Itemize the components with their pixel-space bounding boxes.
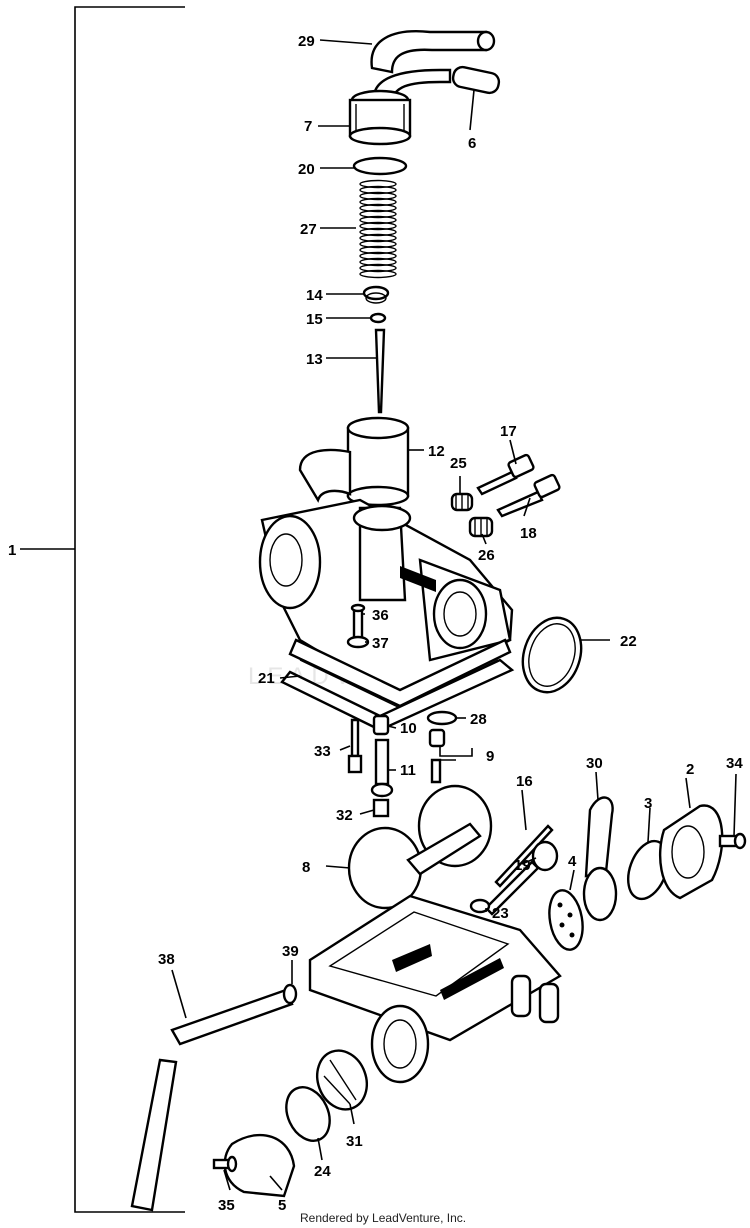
part-28-washer [426, 710, 458, 726]
callout-17: 17 [500, 423, 517, 440]
spring-coil [359, 179, 397, 189]
part-38-hose [130, 988, 294, 1212]
part-2-cover [658, 804, 724, 900]
part-23-ring [469, 898, 491, 914]
float-bowl [308, 894, 562, 1084]
part-25-spring [450, 492, 474, 512]
spring-coil [359, 227, 397, 237]
callout-32: 32 [336, 807, 353, 824]
part-27-spring [359, 179, 397, 279]
part-13-needle [374, 328, 386, 414]
part-11-needle-jet [370, 738, 394, 798]
part-18-screw [496, 473, 561, 518]
callout-19: 19 [514, 857, 531, 874]
part-16-pin [494, 824, 554, 888]
spring-coil [359, 233, 397, 243]
callout-27: 27 [300, 221, 317, 238]
spring-coil [359, 251, 397, 261]
part-39-clamp [282, 983, 298, 1005]
spring-coil [359, 191, 397, 201]
callout-2: 2 [686, 761, 694, 778]
callout-1: 1 [8, 542, 16, 559]
callout-23: 23 [492, 905, 509, 922]
part-8-float [347, 784, 493, 910]
part-29-tube [370, 30, 496, 74]
callout-21: 21 [258, 670, 275, 687]
callout-36: 36 [372, 607, 389, 624]
part-14-clip [362, 285, 390, 304]
callout-35: 35 [218, 1197, 235, 1214]
part-10-jet [372, 714, 390, 736]
part-9-float-valve [428, 728, 446, 784]
spring-coil [359, 221, 397, 231]
part-19-screw [484, 840, 559, 916]
callout-24: 24 [314, 1163, 331, 1180]
callout-25: 25 [450, 455, 467, 472]
callout-37: 37 [372, 635, 389, 652]
spring-coil [359, 215, 397, 225]
part-35-screw [212, 1155, 238, 1173]
callout-6: 6 [468, 135, 476, 152]
spring-coil [359, 209, 397, 219]
part-24-gasket [285, 1086, 331, 1142]
spring-coil [359, 203, 397, 213]
callout-34: 34 [726, 755, 743, 772]
part-34-screw [718, 832, 747, 850]
callout-16: 16 [516, 773, 533, 790]
spring-coil [359, 269, 397, 279]
callout-11: 11 [400, 762, 416, 779]
spring-coil [359, 263, 397, 273]
callout-28: 28 [470, 711, 487, 728]
part-36-screw [350, 603, 366, 640]
callout-18: 18 [520, 525, 537, 542]
callout-8: 8 [302, 859, 310, 876]
part-31-screen [316, 1049, 368, 1111]
spring-coil [359, 239, 397, 249]
spring-coil [359, 185, 397, 195]
part-12-throttle-valve [346, 416, 410, 507]
callout-15: 15 [306, 311, 323, 328]
spring-coil [359, 197, 397, 207]
callout-33: 33 [314, 743, 331, 760]
assembly-bracket [20, 6, 185, 1213]
callout-22: 22 [620, 633, 637, 650]
callout-13: 13 [306, 351, 323, 368]
part-32-main-jet [372, 798, 390, 818]
leader-lines [171, 39, 737, 1191]
callout-3: 3 [644, 795, 652, 812]
part-22-ring [521, 616, 583, 694]
callout-labels: 1 2 3 4 5 6 7 8 9 10 11 12 13 14 15 16 1… [8, 33, 743, 1214]
part-15-washer [369, 312, 387, 324]
callout-20: 20 [298, 161, 315, 178]
callout-29: 29 [298, 33, 315, 50]
callout-10: 10 [400, 720, 417, 737]
part-30-lever [582, 796, 618, 922]
callout-4: 4 [568, 853, 577, 870]
callout-12: 12 [428, 443, 445, 460]
part-33-pilot [347, 718, 363, 774]
callout-39: 39 [282, 943, 299, 960]
callout-38: 38 [158, 951, 175, 968]
spring-coil [359, 257, 397, 267]
carburetor-body [258, 448, 514, 709]
footer-credit: Rendered by LeadVenture, Inc. [300, 1211, 466, 1225]
callout-7: 7 [304, 118, 312, 135]
part-20-ring [352, 156, 408, 176]
callout-30: 30 [586, 755, 603, 772]
callout-5: 5 [278, 1197, 286, 1214]
spring-coil [359, 245, 397, 255]
part-17-screw [476, 453, 535, 496]
part-7-top-cap [348, 89, 412, 146]
callout-31: 31 [346, 1133, 363, 1150]
callout-14: 14 [306, 287, 323, 304]
callout-9: 9 [486, 748, 494, 765]
callout-26: 26 [478, 547, 495, 564]
part-26-spring [468, 516, 494, 538]
part-4-filter [548, 889, 584, 951]
